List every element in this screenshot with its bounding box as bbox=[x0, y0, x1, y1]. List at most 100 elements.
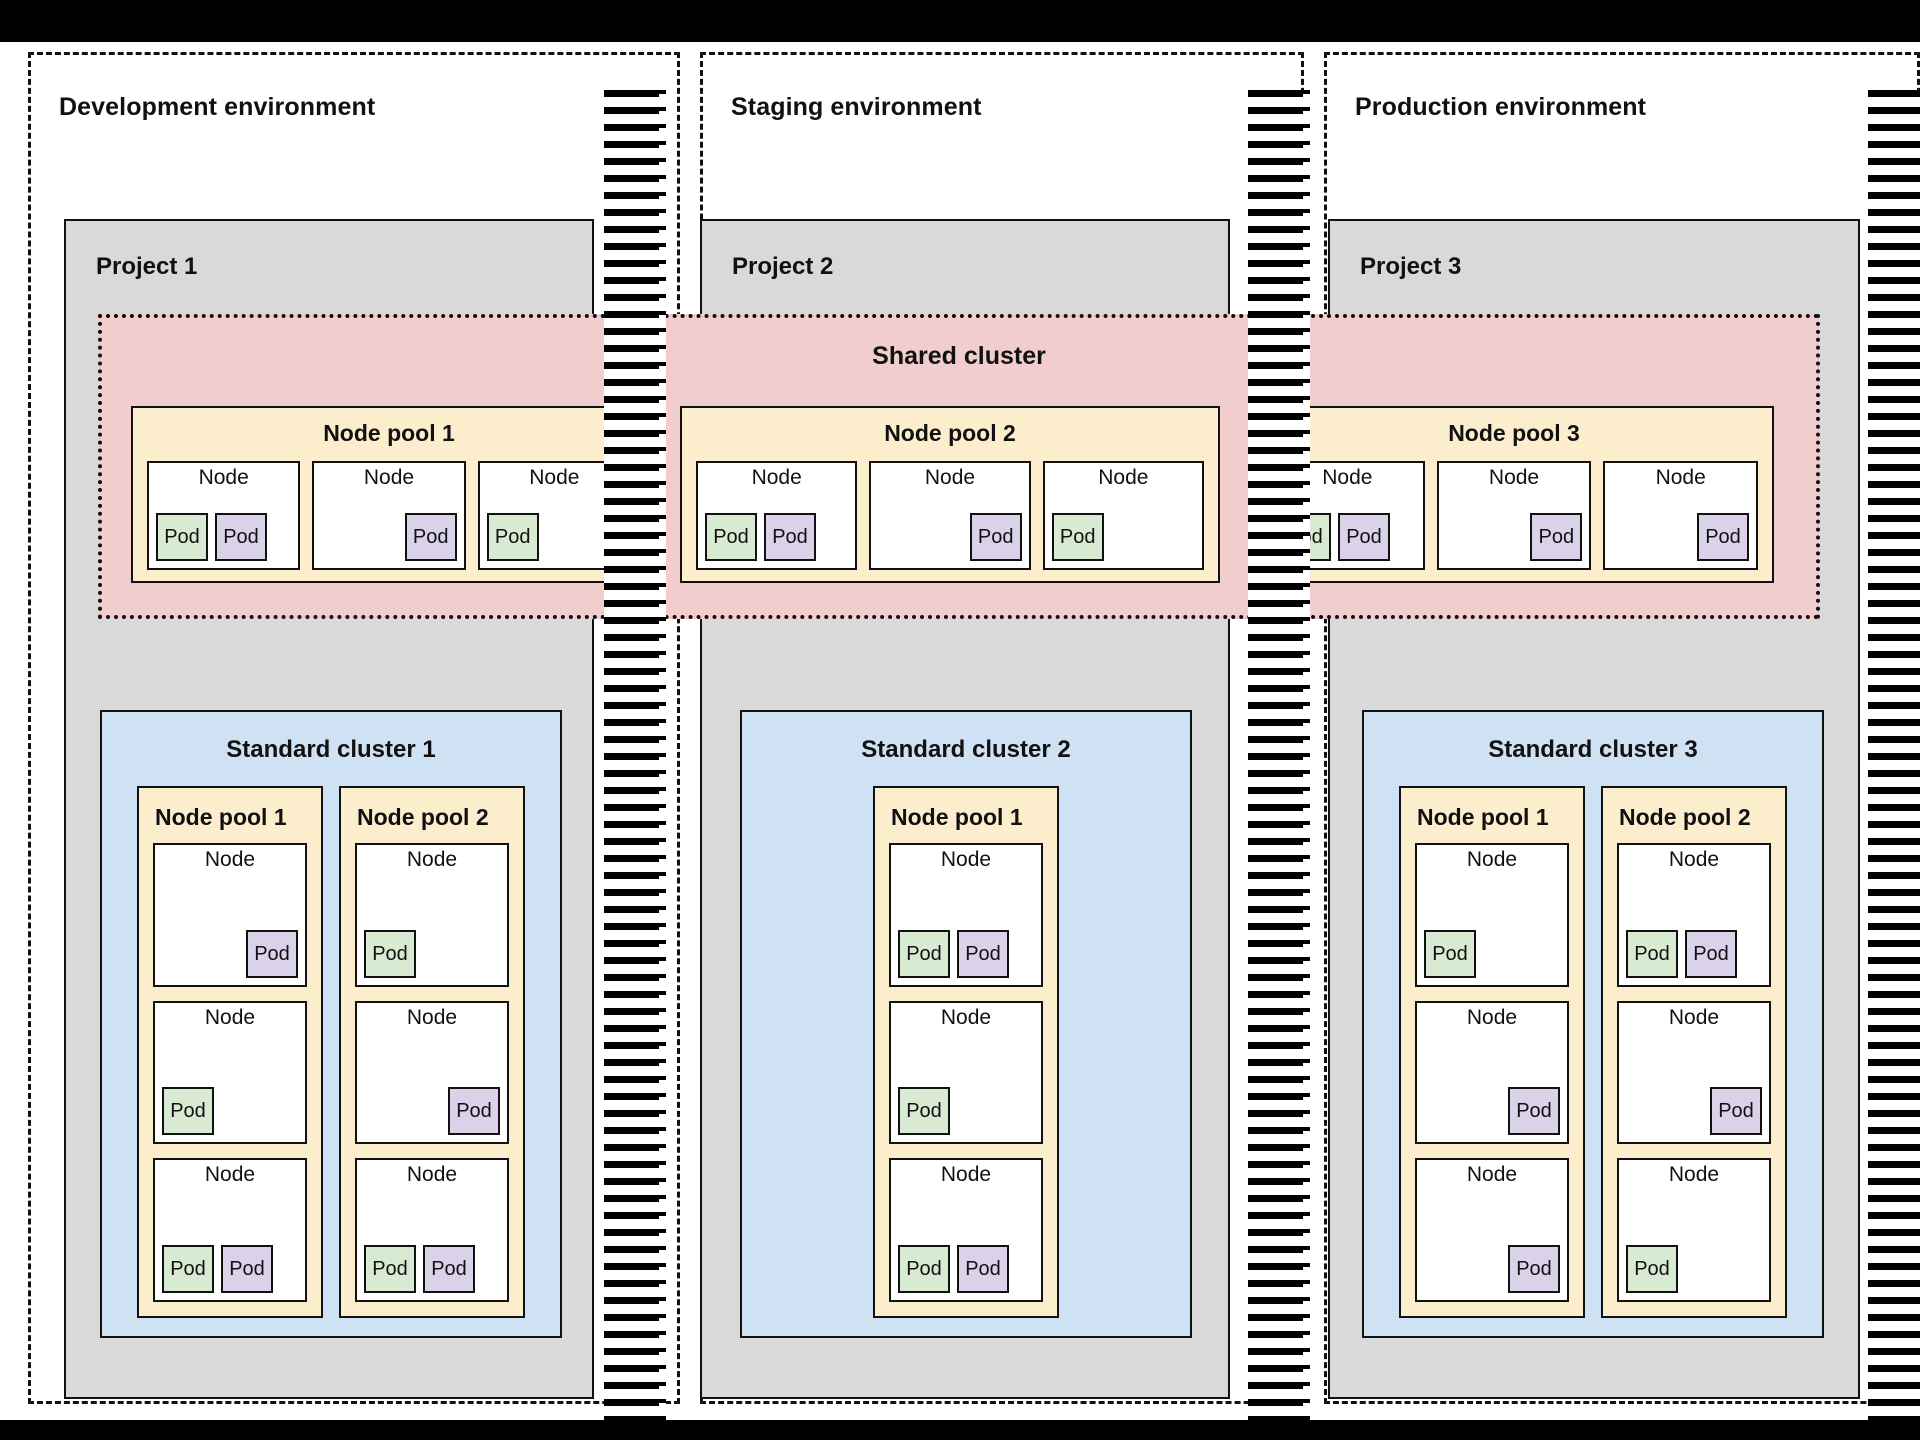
bottom-border-bar bbox=[0, 1420, 1920, 1440]
pod-list: Pod bbox=[1439, 489, 1590, 568]
node-label: Node bbox=[1668, 848, 1720, 871]
pod-purple: Pod bbox=[969, 513, 1022, 561]
pod-purple: Pod bbox=[1508, 1087, 1560, 1136]
standard-node-pool-title: Node pool 2 bbox=[357, 804, 489, 830]
shared-node-pool-title-3: Node pool 3 bbox=[1448, 420, 1580, 446]
pod-green: Pod bbox=[486, 513, 539, 561]
pod-list: Pod bbox=[155, 1029, 305, 1143]
pod-purple: Pod bbox=[1338, 513, 1390, 561]
node-label: Node bbox=[204, 1005, 256, 1029]
node-label: Node bbox=[204, 1163, 256, 1187]
pod-list: Pod bbox=[155, 871, 305, 985]
node-label: Node bbox=[406, 848, 458, 871]
pod-list: Pod bbox=[1045, 489, 1202, 568]
standard-cluster-title-1: Standard cluster 1 bbox=[226, 736, 436, 763]
standard-node-pool-title: Node pool 1 bbox=[891, 804, 1023, 830]
pod-green: Pod bbox=[1424, 929, 1476, 978]
pod-list: Pod bbox=[1605, 489, 1756, 568]
node-label: Node bbox=[1466, 1163, 1518, 1187]
pod-purple: Pod bbox=[404, 513, 457, 561]
pod-green: Pod bbox=[364, 929, 416, 978]
pod-purple: Pod bbox=[448, 1087, 500, 1136]
pod-green: Pod bbox=[1051, 513, 1104, 561]
standard-node-pool-title: Node pool 1 bbox=[1417, 804, 1549, 830]
pod-purple: Pod bbox=[1530, 513, 1583, 561]
pod-purple: Pod bbox=[221, 1245, 273, 1294]
node-label: Node bbox=[406, 1005, 458, 1029]
pod-list: Pod bbox=[314, 489, 463, 568]
pod-green: Pod bbox=[364, 1245, 416, 1294]
pod-purple: Pod bbox=[246, 929, 298, 978]
standard-cluster-title-3: Standard cluster 3 bbox=[1488, 736, 1698, 763]
pod-green: Pod bbox=[898, 1245, 950, 1294]
node-label: Node bbox=[198, 466, 249, 489]
environment-separator-hatch-1 bbox=[604, 90, 666, 1420]
node-label: Node bbox=[940, 848, 992, 871]
pod-list: Pod bbox=[871, 489, 1028, 568]
node-label: Node bbox=[363, 466, 415, 489]
top-border-bar bbox=[0, 0, 1920, 42]
shared-node-pool-title-2: Node pool 2 bbox=[884, 420, 1016, 446]
pod-list: Pod bbox=[1619, 1029, 1769, 1143]
shared-cluster-title: Shared cluster bbox=[872, 342, 1046, 370]
standard-node-pool-title: Node pool 1 bbox=[155, 804, 287, 830]
pod-purple: Pod bbox=[215, 513, 267, 561]
node-label: Node bbox=[1466, 1005, 1518, 1029]
project-title-2: Project 2 bbox=[732, 253, 834, 280]
node-label: Node bbox=[940, 1163, 992, 1187]
node-label: Node bbox=[1466, 848, 1518, 871]
pod-purple: Pod bbox=[1710, 1087, 1762, 1136]
pod-list: Pod bbox=[891, 1029, 1041, 1143]
pod-list: Pod bbox=[357, 871, 507, 985]
pod-list: Pod bbox=[480, 489, 629, 568]
pod-purple: Pod bbox=[1685, 929, 1737, 978]
pod-green: Pod bbox=[156, 513, 208, 561]
environment-title-stg: Staging environment bbox=[731, 93, 982, 121]
project-title-3: Project 3 bbox=[1360, 253, 1462, 280]
node-label: Node bbox=[1668, 1163, 1720, 1187]
pod-list: Pod bbox=[1417, 1029, 1567, 1143]
node-label: Node bbox=[406, 1163, 458, 1187]
diagram-canvas: Development environment Staging environm… bbox=[0, 42, 1920, 1420]
standard-node-pool-title: Node pool 2 bbox=[1619, 804, 1751, 830]
node-label: Node bbox=[751, 466, 802, 489]
pod-purple: Pod bbox=[1508, 1245, 1560, 1294]
pod-green: Pod bbox=[1626, 929, 1678, 978]
